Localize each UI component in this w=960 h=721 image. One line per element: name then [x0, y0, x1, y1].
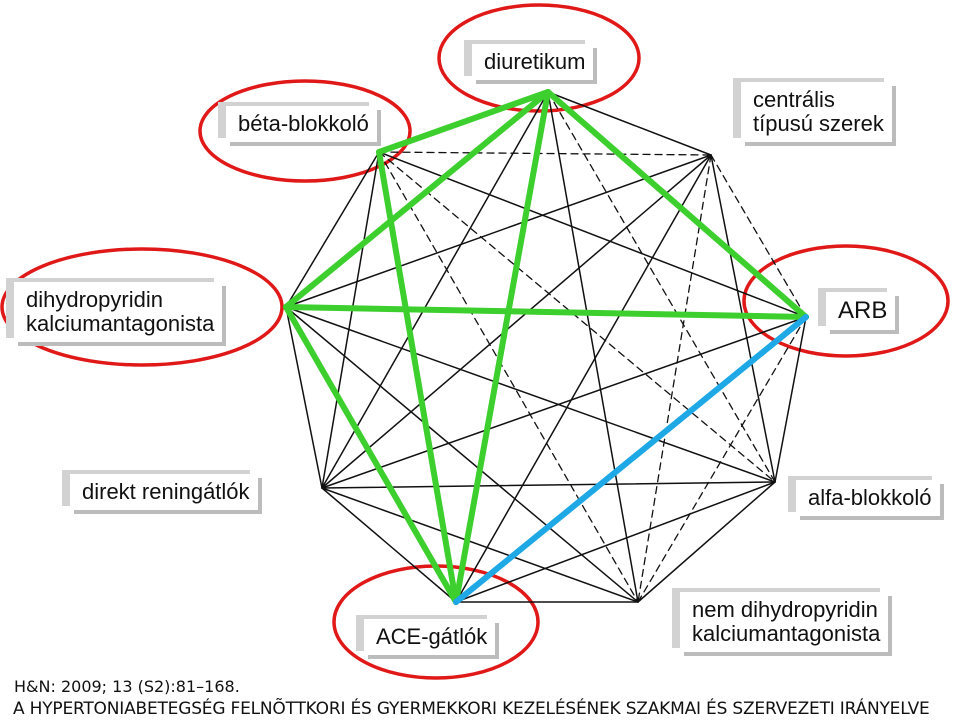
- highlight-ring-beta: [198, 79, 412, 183]
- preferred-edge-diuretikum-dhp: [283, 89, 551, 310]
- highlight-ring-diuretikum: [437, 3, 641, 113]
- highlight-ring-dhp: [0, 247, 284, 367]
- preferred-edge-diuretikum-arb: [545, 89, 809, 320]
- node-label-direkt-reningatlok: direkt reningátlók: [70, 474, 258, 510]
- possible-edge-centralis-renin: [321, 154, 712, 489]
- preferred-edge-diuretikum-ace: [453, 89, 551, 605]
- possible-edge-ace-alfa: [455, 481, 776, 603]
- highlight-ring-arb: [742, 244, 950, 358]
- combination-edges: [283, 89, 809, 605]
- possible-edge-dhp-renin: [285, 306, 323, 489]
- preferred-edge-beta-diuretikum: [376, 89, 551, 155]
- label-centralis-line1: centrális: [753, 87, 835, 112]
- node-label-centralis: centrális típusú szerek: [741, 82, 892, 142]
- label-nondhp-line2: kalciumantagonista: [692, 621, 881, 646]
- label-diuretikum-text: diuretikum: [484, 49, 586, 74]
- less-tested-edge-beta-centralis: [378, 151, 712, 156]
- possible-edge-renin-nondhp: [321, 487, 639, 603]
- label-renin-text: direkt reningátlók: [82, 479, 250, 504]
- node-label-alfa-blokkolo: alfa-blokkoló: [796, 480, 940, 516]
- preferred-edge-dhp-ace: [283, 304, 459, 605]
- less-tested-edge-beta-nondhp: [378, 151, 639, 603]
- less-tested-edge-diuretikum-alfa: [547, 91, 776, 483]
- node-label-arb: ARB: [826, 292, 896, 330]
- possible-edge-renin-ace: [321, 487, 457, 603]
- node-label-diuretikum: diuretikum: [472, 44, 594, 80]
- less-tested-edge-centralis-arb: [710, 154, 807, 318]
- footer-title: A HYPERTONIABETEGSÉG FELNÕTTKORI ÉS GYER…: [13, 699, 930, 719]
- label-beta-text: béta-blokkoló: [238, 111, 369, 136]
- not-recommended-edge-arb-ace: [453, 314, 809, 605]
- preferred-edge-dhp-arb: [283, 304, 809, 320]
- possible-edge-diuretikum-centralis: [547, 91, 712, 156]
- node-label-ace-gatlok: ACE-gátlók: [364, 619, 496, 655]
- possible-edge-centralis-ace: [455, 154, 712, 603]
- preferred-edge-beta-ace: [376, 149, 459, 605]
- possible-edge-arb-alfa: [774, 316, 807, 483]
- possible-edge-alfa-nondhp: [637, 481, 776, 603]
- node-label-beta-blokkolo: béta-blokkoló: [226, 106, 377, 142]
- citation: H&N: 2009; 13 (S2):81–168.: [14, 677, 240, 696]
- possible-edge-centralis-dhp: [285, 154, 712, 308]
- possible-edge-dhp-nondhp: [285, 306, 639, 603]
- less-tested-edge-beta-alfa: [378, 151, 776, 483]
- possible-edge-arb-renin: [321, 316, 807, 489]
- label-centralis-line2: típusú szerek: [753, 111, 884, 136]
- label-arb-text: ARB: [838, 297, 888, 324]
- possible-edge-diuretikum-nondhp: [547, 91, 639, 603]
- possible-edge-beta-renin: [321, 151, 380, 489]
- possible-edge-beta-dhp: [285, 151, 380, 308]
- possible-edge-renin-alfa: [321, 481, 776, 489]
- possible-edge-diuretikum-renin: [321, 91, 549, 489]
- label-dhp-line1: dihydropyridin: [26, 287, 163, 312]
- label-ace-text: ACE-gátlók: [376, 624, 488, 649]
- label-nondhp-line1: nem dihydropyridin: [692, 597, 878, 622]
- less-tested-edge-arb-nondhp: [637, 316, 807, 603]
- possible-edge-dhp-alfa: [285, 306, 776, 483]
- node-label-dhp: dihydropyridin kalciumantagonista: [14, 282, 223, 342]
- label-dhp-line2: kalciumantagonista: [26, 311, 215, 336]
- label-alfa-text: alfa-blokkoló: [808, 485, 932, 510]
- node-label-nondhp: nem dihydropyridin kalciumantagonista: [680, 592, 889, 652]
- less-tested-edge-centralis-nondhp: [637, 154, 712, 603]
- possible-edge-beta-arb: [378, 151, 807, 318]
